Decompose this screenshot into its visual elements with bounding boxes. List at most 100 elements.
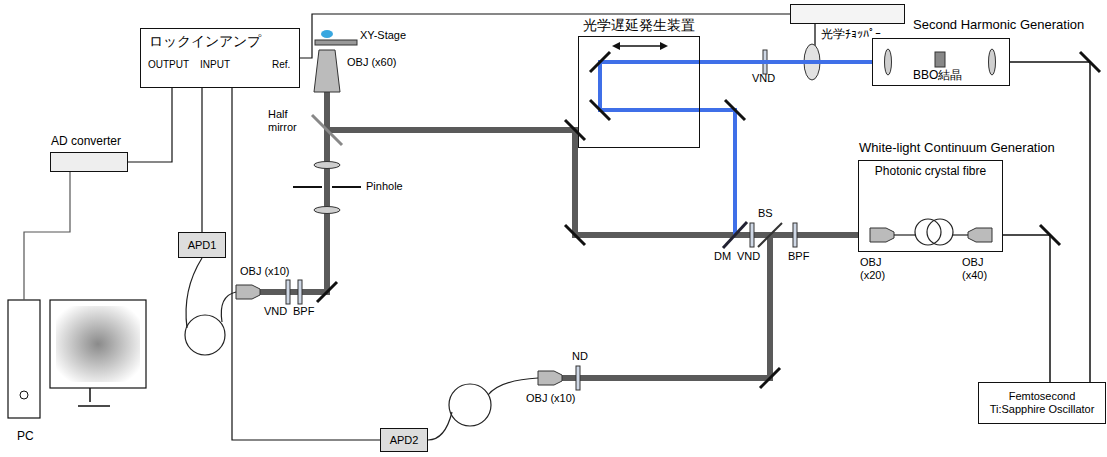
part-label: OBJ (x10)	[526, 392, 576, 405]
objective	[870, 228, 894, 242]
signal-cable	[24, 172, 70, 300]
filter	[286, 50, 797, 390]
detector-apd: APD2	[380, 428, 428, 452]
port-label: Ref.	[272, 59, 290, 71]
lens	[885, 49, 892, 75]
signal-cable	[201, 88, 202, 232]
stage-arrow	[612, 42, 668, 50]
beam-path	[327, 130, 858, 235]
node-title: APD1	[184, 239, 221, 252]
lock-in-amplifier: ロックインアンプ	[140, 28, 300, 88]
signal-cable	[300, 14, 790, 58]
computer: PC	[3, 300, 148, 428]
part-label: BS	[758, 207, 773, 220]
part-label: ND	[572, 350, 588, 363]
pc-button	[20, 391, 28, 399]
optic-part	[927, 219, 953, 245]
optic-part	[590, 100, 610, 120]
mirror	[317, 52, 1100, 388]
part-label: VND	[737, 250, 760, 263]
node-title: PC	[17, 430, 34, 444]
optic-part	[317, 282, 337, 302]
port-label: INPUT	[200, 59, 230, 71]
lens	[989, 49, 996, 75]
part-label: OBJ (x40)	[962, 256, 996, 281]
optic-part	[576, 366, 580, 390]
lens	[314, 162, 340, 169]
wlc-box: White-light Continuum GenerationPhotonic…	[858, 160, 1003, 252]
beam-path	[600, 62, 735, 235]
chopper-shaft	[814, 24, 816, 46]
optic-part	[590, 52, 610, 72]
detector-apd: APD1	[178, 232, 226, 258]
part-label: XY-Stage	[360, 29, 406, 42]
objective	[968, 228, 992, 242]
node-title: 光学遅延発生装置	[583, 17, 695, 33]
beam-path	[560, 235, 770, 378]
part-label: BPF	[293, 305, 314, 318]
optic-part	[565, 120, 585, 140]
beam-splitter	[758, 223, 782, 247]
beam-path	[258, 92, 327, 292]
optic-part	[298, 280, 302, 304]
delay-line-box: 光学遅延発生装置	[578, 36, 700, 148]
bbo-crystal	[935, 52, 945, 67]
pc-monitor	[50, 300, 146, 388]
shg-box: Second Harmonic GenerationBBO結晶	[872, 38, 1010, 86]
beam-path	[700, 60, 872, 64]
chopper-controller: 光学ﾁｮｯﾊﾟｰ	[790, 4, 905, 24]
optic-part	[894, 234, 916, 235]
node-title: APD2	[386, 434, 423, 447]
pinhole	[332, 186, 361, 188]
optic-part	[565, 225, 585, 245]
node-text: BBO結晶	[913, 69, 962, 83]
laser-oscillator: Femtosecond Ti:Sapphire Oscillator	[978, 382, 1106, 424]
part-label: OBJ (x10)	[240, 265, 290, 278]
pc-tower	[8, 300, 40, 418]
optic-part	[428, 412, 452, 440]
part-label: OBJ (x20)	[860, 256, 894, 281]
beam-path	[1003, 235, 1050, 382]
signal-cable	[128, 88, 172, 162]
part-label: OBJ (x60)	[347, 56, 397, 69]
optic-part	[286, 280, 290, 304]
lens	[314, 207, 340, 214]
node-title: AD converter	[51, 135, 121, 149]
node-title: White-light Continuum Generation	[859, 141, 1055, 156]
optic-part	[186, 258, 202, 328]
optic-part	[750, 223, 754, 247]
node-title: Femtosecond Ti:Sapphire Oscillator	[979, 390, 1105, 415]
part-label: Pinhole	[366, 180, 403, 193]
node-title: Second Harmonic Generation	[913, 18, 1084, 33]
xy-stage	[315, 40, 357, 45]
signal-cable	[232, 88, 380, 440]
pc-screen	[56, 306, 140, 382]
objective	[314, 50, 340, 92]
optic-part	[760, 368, 780, 388]
part-label: VND	[752, 72, 775, 85]
part-label: VND	[264, 305, 287, 318]
optic-part	[953, 234, 968, 235]
part-label: BPF	[788, 250, 809, 263]
part-label: DM	[714, 250, 731, 263]
objective	[236, 285, 260, 299]
optic-part	[725, 100, 745, 120]
part-label: Half mirror	[268, 108, 312, 133]
half-mirror	[312, 115, 342, 145]
ad-converter: AD converter	[50, 152, 128, 172]
node-text: Photonic crystal fibre	[871, 165, 990, 179]
stage-arrow	[618, 45, 662, 47]
pc-stand	[78, 388, 110, 406]
optic-part	[915, 219, 941, 245]
optic-part	[185, 315, 225, 355]
port-label: OUTPUT	[148, 59, 189, 71]
pinhole	[293, 186, 322, 188]
sample	[321, 30, 333, 38]
optic-part	[221, 292, 236, 322]
dichroic-mirror	[723, 222, 747, 248]
optic-part	[449, 384, 491, 426]
node-title: ロックインアンプ	[149, 33, 261, 49]
optic-part	[793, 223, 797, 247]
optical-fiber	[185, 219, 968, 440]
